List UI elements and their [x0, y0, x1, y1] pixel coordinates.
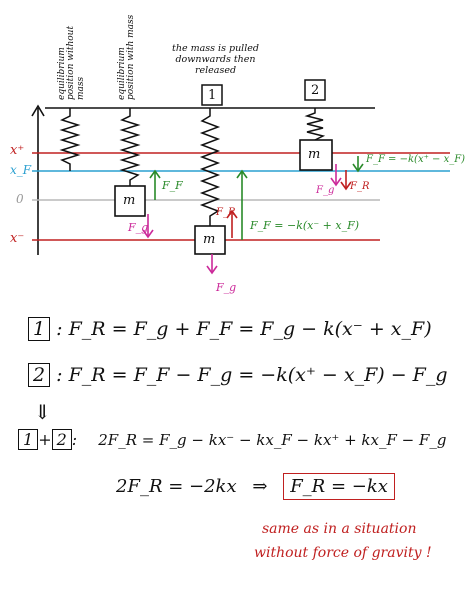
- spring-mass-figure: [31, 79, 450, 275]
- equation-3: 1+2: 2F_R = F_g − kx⁻ − kx_F − kx⁺ + kx_…: [18, 429, 447, 450]
- eq4-result: F_R = −kx: [283, 473, 395, 500]
- ff-eq-label-4: F_F = −k(x⁺ − x_F): [366, 154, 466, 165]
- eq4-left: 2F_R = −2kx: [116, 476, 237, 497]
- spring-compressed: [304, 108, 326, 141]
- level-x-minus: x⁻: [10, 231, 25, 246]
- spring-with-mass: [119, 108, 141, 186]
- mass-label-3: m: [203, 232, 216, 247]
- box-1-frame: [201, 84, 223, 106]
- ff-arrow-2-head: [149, 169, 161, 179]
- fr-arrow-4-head: [340, 181, 352, 191]
- fg-label-2: F_g: [128, 221, 149, 234]
- axis-arrow-head: [31, 104, 45, 117]
- fg-label-3: F_g: [216, 281, 237, 294]
- eq1-body: : F_R = F_g + F_F = F_g − k(x⁻ + x_F): [56, 318, 432, 340]
- label-with-mass: equilibrium position with mass: [117, 14, 137, 100]
- mass-label-4: m: [308, 147, 321, 162]
- ff-label-2: F_F: [162, 179, 183, 192]
- equation-2: 2 : F_R = F_F − F_g = −k(x⁺ − x_F) − F_g: [28, 363, 448, 387]
- note-line-2: without force of gravity !: [254, 545, 432, 561]
- mass-block-3: [194, 225, 226, 255]
- box-2-label: 2: [311, 83, 320, 98]
- ff-arrow-3-head: [236, 169, 248, 179]
- mass-block-2: [114, 185, 146, 217]
- level-x-plus: x⁺: [10, 143, 25, 158]
- eq1-box: 1: [28, 317, 51, 341]
- box-1-label: 1: [208, 88, 217, 103]
- note-line-1: same as in a situation: [262, 521, 417, 537]
- eq2-box: 2: [28, 363, 51, 387]
- spring-no-mass: [59, 108, 81, 171]
- level-x-f: x_F: [10, 163, 32, 177]
- fg-arrow-2-head: [142, 229, 154, 239]
- equation-1: 1 : F_R = F_g + F_F = F_g − k(x⁻ + x_F): [28, 317, 432, 341]
- fg-arrow-4-head: [330, 177, 342, 187]
- eq3-box-a: 1: [18, 429, 39, 450]
- fr-label-3: F_R: [216, 207, 236, 218]
- eq3-colon: :: [71, 430, 78, 449]
- box-2-frame: [304, 79, 326, 101]
- eq3-body: 2F_R = F_g − kx⁻ − kx_F − kx⁺ + kx_F − F…: [98, 431, 447, 449]
- fg-arrow-3-head: [206, 265, 218, 275]
- eq3-plus: +: [38, 430, 52, 449]
- ff-arrow-4-head: [352, 163, 364, 173]
- equation-4: 2F_R = −2kx ⇒ F_R = −kx: [116, 473, 395, 500]
- fr-label-4: F_R: [350, 181, 370, 192]
- label-pulled-down: the mass is pulled downwards then releas…: [172, 43, 259, 76]
- mass-block-4: [299, 139, 333, 171]
- spring-pulled: [199, 108, 221, 226]
- eq2-body: : F_R = F_F − F_g = −k(x⁺ − x_F) − F_g: [56, 364, 448, 386]
- level-zero: 0: [16, 192, 24, 206]
- label-no-mass: equilibrium position without mass: [57, 25, 86, 100]
- implies-down-arrow: ⇓: [34, 400, 51, 424]
- eq4-implies: ⇒: [252, 476, 268, 497]
- eq3-box-b: 2: [51, 429, 72, 450]
- ff-eq-label-3: F_F = −k(x⁻ + x_F): [250, 219, 359, 232]
- fr-arrow-3-head: [226, 209, 238, 219]
- fg-label-4: F_g: [316, 185, 335, 196]
- mass-label-2: m: [123, 193, 136, 208]
